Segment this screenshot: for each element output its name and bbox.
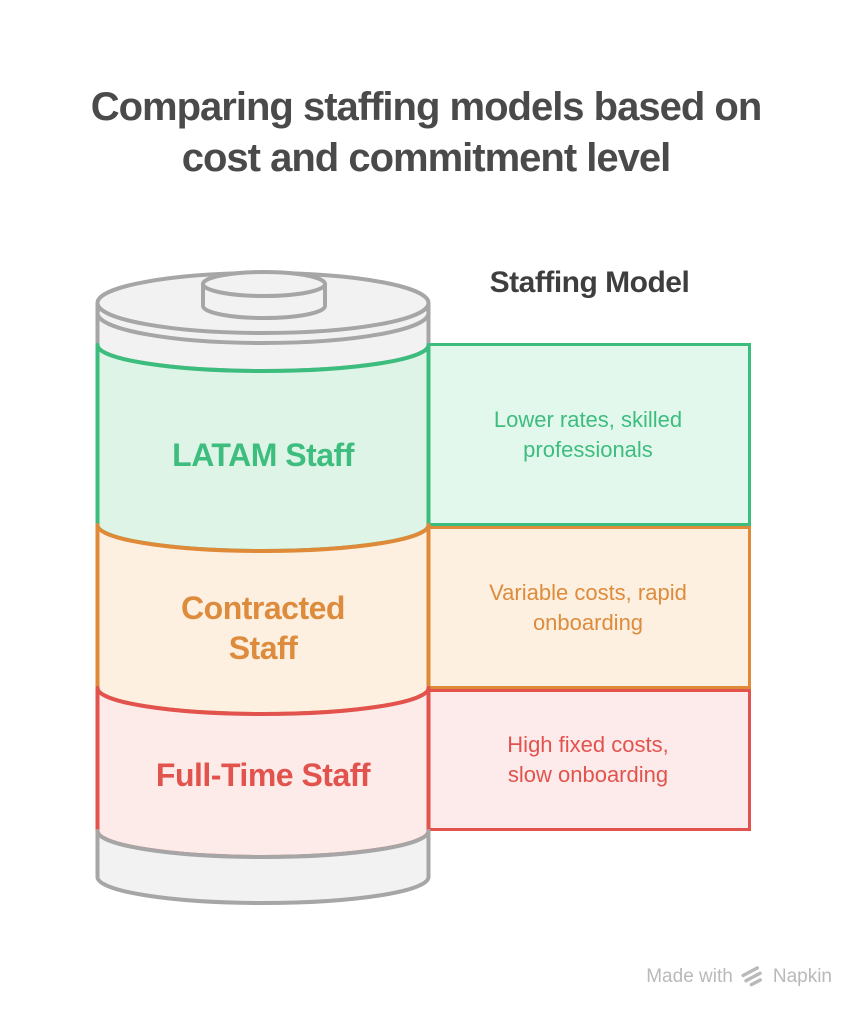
description-latam-line-1: Lower rates, skilled [493, 406, 683, 432]
napkin-brand-text: Napkin [772, 966, 832, 987]
battery-cap-wall [95, 301, 431, 373]
made-with-napkin-credit: Made with Napkin [646, 962, 832, 992]
segment-label-contracted-line-1: Contracted [181, 590, 345, 626]
column-header-staffing-model: Staffing Model [489, 266, 690, 299]
battery-cap-top [95, 271, 431, 335]
segment-label-fulltime: Full-Time Staff [103, 755, 423, 795]
page-title-line-2: cost and commitment level [181, 136, 671, 180]
description-box-fulltime: High fixed costs, slow onboarding [428, 689, 751, 831]
description-box-latam: Lower rates, skilled professionals [428, 343, 751, 526]
battery-cap-lip [95, 281, 431, 345]
segment-label-contracted-line-2: Staff [228, 630, 298, 666]
segment-label-latam-line-1: LATAM Staff [172, 437, 354, 473]
segment-label-fulltime-line-1: Full-Time Staff [155, 757, 371, 793]
battery-base [95, 829, 431, 905]
segment-label-contracted: Contracted Staff [103, 588, 423, 668]
napkin-logo-icon [741, 966, 762, 987]
description-fulltime-line-2: slow onboarding [507, 762, 669, 787]
page-title-line-1: Comparing staffing models based on [90, 85, 763, 129]
description-text-fulltime: High fixed costs, slow onboarding [507, 730, 668, 790]
description-box-contracted: Variable costs, rapid onboarding [428, 526, 751, 689]
battery-terminal-top [201, 270, 327, 298]
description-contracted-line-1: Variable costs, rapid [489, 579, 687, 605]
description-text-contracted: Variable costs, rapid onboarding [489, 578, 687, 638]
description-text-latam: Lower rates, skilled professionals [494, 405, 682, 465]
description-fulltime-line-1: High fixed costs, [507, 732, 669, 757]
description-latam-line-2: professionals [523, 436, 653, 462]
made-with-text: Made with [646, 966, 733, 987]
segment-label-latam: LATAM Staff [103, 435, 423, 475]
battery-terminal-wall [201, 282, 327, 320]
page-title: Comparing staffing models based on cost … [0, 82, 852, 184]
description-contracted-line-2: onboarding [532, 609, 644, 635]
